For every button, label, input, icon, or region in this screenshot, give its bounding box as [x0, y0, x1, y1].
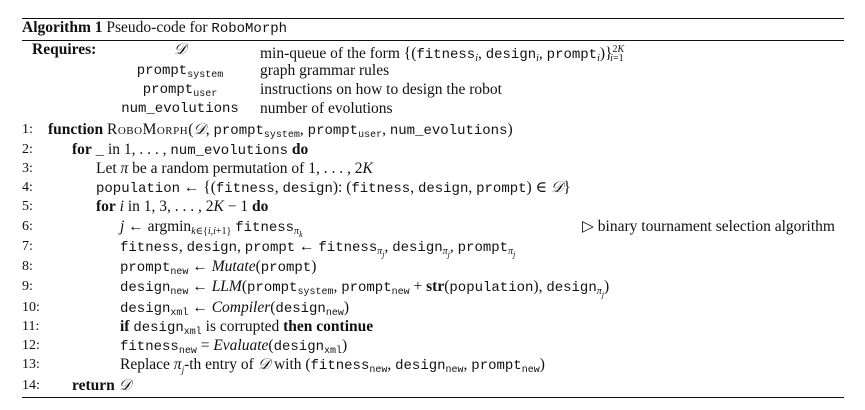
line-body: function RoboMorph(𝒟, promptsystem, prom… — [48, 121, 513, 141]
line-body: return 𝒟 — [72, 377, 132, 394]
requires-symbol-d: 𝒟 — [173, 41, 187, 58]
line-body: Replace πj-th entry of 𝒟 with (fitnessne… — [120, 356, 545, 376]
caption-label: Algorithm 1 — [22, 19, 103, 36]
requires-desc-prompt-system: graph grammar rules — [260, 62, 390, 79]
requires-symbol-num-evolutions: num_evolutions — [121, 101, 239, 117]
line-body: Let π be a random permutation of 1, . . … — [96, 160, 373, 177]
requires-label: Requires: — [32, 41, 97, 58]
line-number: 11: — [22, 319, 40, 334]
line-number: 13: — [22, 357, 40, 372]
requires-desc-d: min-queue of the form {(fitnessi, design… — [260, 44, 625, 64]
line-number: 2: — [22, 142, 33, 157]
line-number: 6: — [22, 219, 33, 234]
line-body: fitnessnew = Evaluate(designxml) — [120, 337, 348, 357]
line-number: 12: — [22, 338, 40, 353]
bottom-rule — [22, 397, 844, 398]
line-body: fitness, design, prompt ← fitnessπj, des… — [120, 238, 516, 259]
caption-title: Pseudo-code for — [106, 19, 208, 36]
line-number: 9: — [22, 279, 33, 294]
line-6-comment: ▷ binary tournament selection algorithm — [582, 218, 835, 235]
line-body: designxml ← Compiler(designnew) — [120, 299, 350, 319]
line-body: j ← argmink∈{i,i+1} fitnessπk — [120, 218, 303, 239]
requires-desc-num-evolutions: number of evolutions — [260, 100, 393, 117]
top-rule — [22, 18, 844, 19]
line-number: 1: — [22, 122, 33, 137]
line-body: promptnew ← Mutate(prompt) — [120, 258, 317, 278]
line-number: 5: — [22, 199, 33, 214]
line-body: designnew ← LLM(promptsystem, promptnew … — [120, 278, 610, 299]
algorithm-caption: Algorithm 1 Pseudo-code for RoboMorph — [22, 19, 287, 37]
line-number: 7: — [22, 239, 33, 254]
line-body: for i in 1, 3, . . . , 2K − 1 do — [96, 198, 269, 215]
line-body: population ← {(fitness, design): (fitnes… — [96, 179, 571, 197]
line-number: 8: — [22, 259, 33, 274]
requires-symbol-prompt-user: promptuser — [142, 82, 218, 100]
line-number: 14: — [22, 378, 40, 393]
line-number: 4: — [22, 180, 33, 195]
requires-desc-prompt-user: instructions on how to design the robot — [260, 81, 502, 98]
line-number: 10: — [22, 300, 40, 315]
line-body: for _ in 1, . . . , num_evolutions do — [72, 141, 309, 159]
caption-rule — [22, 40, 844, 41]
requires-symbol-prompt-system: promptsystem — [136, 63, 224, 81]
caption-name: RoboMorph — [211, 21, 288, 37]
line-number: 3: — [22, 161, 33, 176]
line-body: if designxml is corrupted then continue — [120, 318, 374, 338]
